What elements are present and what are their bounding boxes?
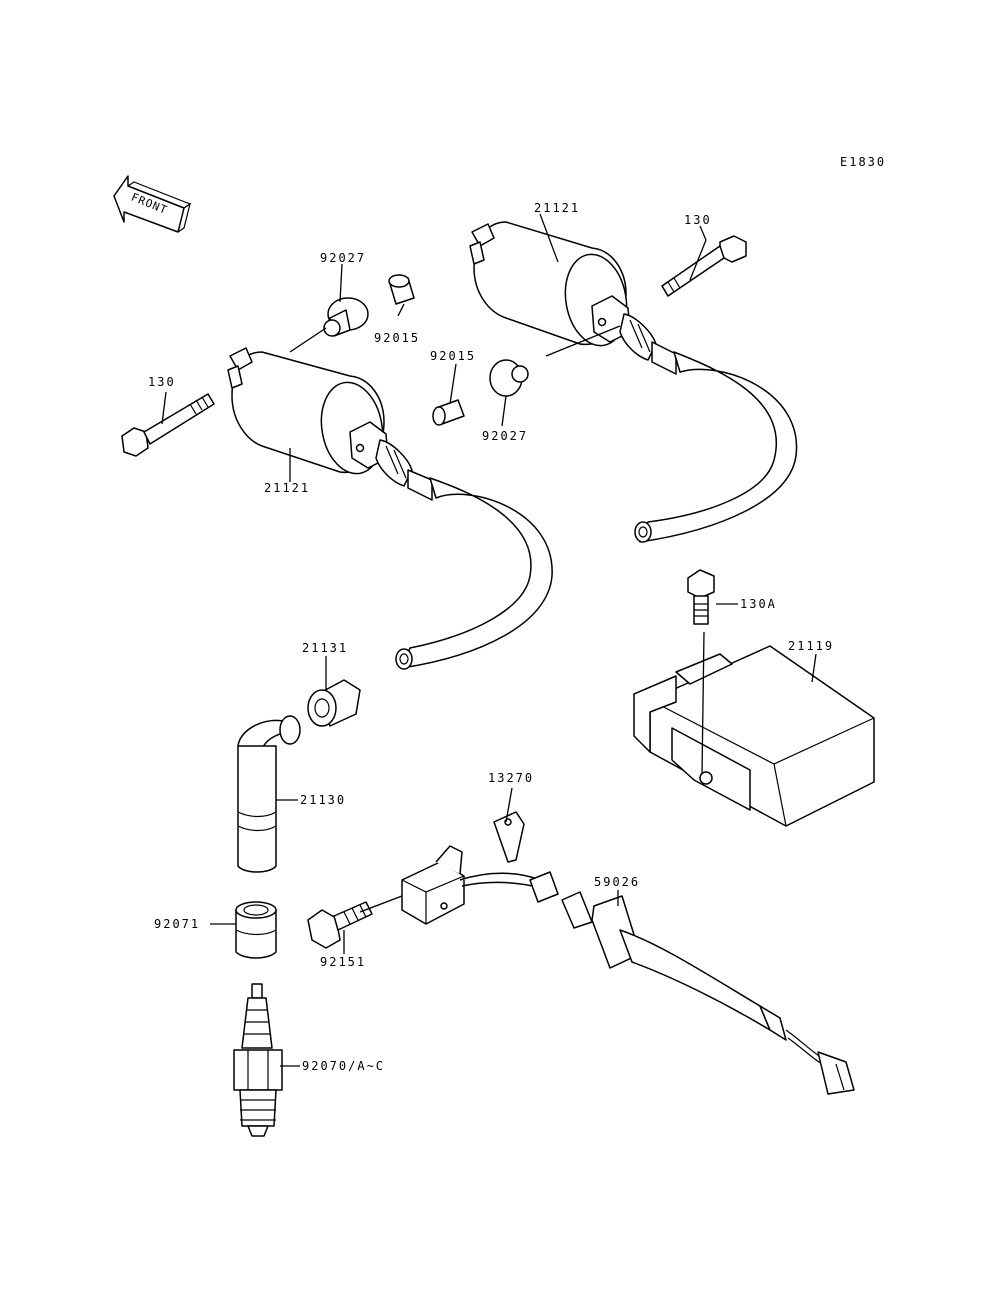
callout-92071: 92071: [154, 917, 200, 931]
callout-21121-right: 21121: [534, 201, 580, 215]
seal-92071: [235, 901, 277, 959]
front-arrow-icon: FRONT: [113, 175, 192, 233]
collar-92015-upper: [388, 274, 415, 305]
leader-lines: [161, 213, 817, 1067]
callout-21131: 21131: [302, 641, 348, 655]
plug-cap-21130: [237, 715, 301, 873]
collar-92015-lower: [432, 399, 465, 426]
holder-21131: [307, 679, 361, 727]
callout-92151: 92151: [320, 955, 366, 969]
callout-92015-upper: 92015: [374, 331, 420, 345]
spark-plug-92070: [233, 983, 283, 1137]
callout-92070: 92070/A~C: [302, 1059, 385, 1073]
grommet-92027-upper: [323, 297, 369, 337]
bolt-130-left: [121, 393, 215, 457]
callout-130A: 130A: [740, 597, 777, 611]
callout-92027-upper: 92027: [320, 251, 366, 265]
igniter-21119: [633, 645, 875, 827]
callout-130-left: 130: [148, 375, 176, 389]
bolt-130A: [687, 569, 715, 625]
ignition-coil-right: [469, 221, 798, 543]
grommet-92027-lower: [489, 359, 529, 397]
diagram-code: E1830: [840, 155, 886, 169]
callout-59026: 59026: [594, 875, 640, 889]
pickup-coil-13270: [401, 811, 855, 1095]
callout-92027-lower: 92027: [482, 429, 528, 443]
screw-92151: [307, 901, 373, 949]
ignition-coil-left: [227, 347, 553, 670]
callout-130-right: 130: [684, 213, 712, 227]
callout-92015-lower: 92015: [430, 349, 476, 363]
callout-13270: 13270: [488, 771, 534, 785]
callout-21130: 21130: [300, 793, 346, 807]
callout-21121-left: 21121: [264, 481, 310, 495]
callout-21119: 21119: [788, 639, 834, 653]
